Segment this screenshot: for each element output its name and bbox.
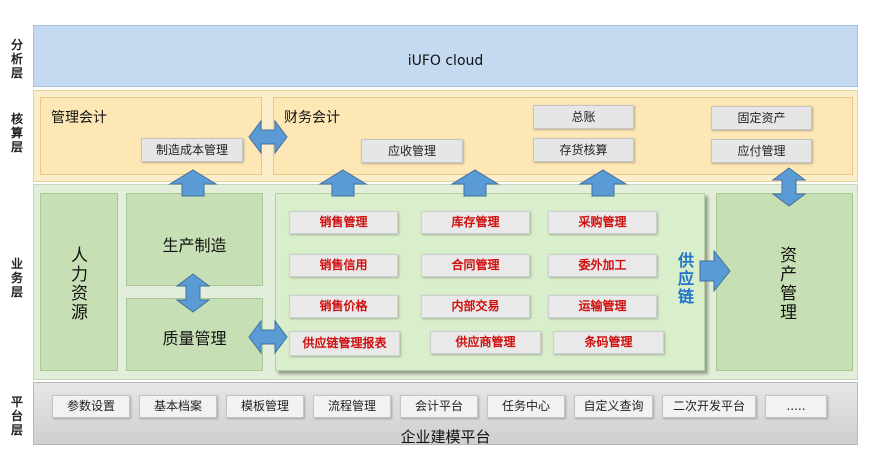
up-arrow-icon	[318, 169, 368, 197]
platform-item-archives[interactable]: 基本档案	[139, 395, 217, 418]
platform-item-workflow[interactable]: 流程管理	[313, 395, 391, 418]
layer-label-platform: 平台层	[10, 395, 23, 437]
purchase-management-button[interactable]: 采购管理	[548, 211, 657, 234]
management-accounting-title: 管理会计	[51, 110, 107, 126]
contract-management-button[interactable]: 合同管理	[421, 254, 530, 277]
manufacturing-cost-button[interactable]: 制造成本管理	[141, 138, 243, 162]
platform-item-secondary-dev[interactable]: 二次开发平台	[662, 395, 756, 418]
up-arrow-icon	[578, 169, 628, 197]
vertical-double-arrow-icon	[771, 167, 807, 207]
hr-box: 人力资源	[40, 193, 118, 371]
financial-accounting-title: 财务会计	[284, 110, 340, 126]
fixed-assets-button[interactable]: 固定资产	[711, 106, 812, 130]
sales-price-button[interactable]: 销售价格	[289, 295, 398, 318]
internal-trade-button[interactable]: 内部交易	[421, 295, 530, 318]
barcode-management-button[interactable]: 条码管理	[553, 331, 664, 354]
asset-box: 资产管理	[716, 193, 853, 371]
right-arrow-icon	[699, 249, 731, 293]
production-box: 生产制造	[126, 193, 263, 286]
transport-management-button[interactable]: 运输管理	[548, 295, 657, 318]
inventory-accounting-button[interactable]: 存货核算	[533, 138, 634, 162]
up-arrow-icon	[168, 169, 218, 197]
vertical-double-arrow-icon	[175, 273, 211, 313]
up-arrow-icon	[450, 169, 500, 197]
analysis-band: iUFO cloud	[33, 25, 858, 87]
payables-button[interactable]: 应付管理	[711, 139, 812, 163]
platform-item-templates[interactable]: 模板管理	[226, 395, 304, 418]
supply-chain-report-button[interactable]: 供应链管理报表	[289, 331, 400, 356]
general-ledger-button[interactable]: 总账	[533, 105, 634, 129]
supplier-management-button[interactable]: 供应商管理	[430, 331, 541, 354]
analysis-band-title: iUFO cloud	[407, 53, 484, 69]
receivables-button[interactable]: 应收管理	[361, 139, 463, 163]
horizontal-double-arrow-icon	[248, 319, 288, 355]
layer-label-business: 业务层	[10, 257, 23, 299]
platform-item-more[interactable]: .....	[765, 395, 827, 418]
asset-label: 资产管理	[776, 246, 796, 322]
production-label: 生产制造	[162, 236, 227, 255]
layer-label-accounting: 核算层	[10, 112, 23, 154]
layer-label-analysis: 分析层	[10, 38, 23, 80]
supply-chain-title: 供应链	[675, 252, 694, 306]
inventory-management-button[interactable]: 库存管理	[421, 211, 530, 234]
platform-item-task-center[interactable]: 任务中心	[487, 395, 565, 418]
management-accounting-box: 管理会计	[40, 97, 262, 175]
hr-label: 人力资源	[67, 246, 87, 322]
platform-item-parameters[interactable]: 参数设置	[52, 395, 130, 418]
sales-credit-button[interactable]: 销售信用	[289, 254, 398, 277]
sales-management-button[interactable]: 销售管理	[289, 211, 398, 234]
platform-item-accounting-platform[interactable]: 会计平台	[400, 395, 478, 418]
outsourcing-button[interactable]: 委外加工	[548, 254, 657, 277]
quality-label: 质量管理	[162, 329, 227, 348]
horizontal-double-arrow-icon	[248, 119, 288, 155]
platform-item-custom-query[interactable]: 自定义查询	[574, 395, 653, 418]
platform-band-title: 企业建模平台	[400, 428, 491, 446]
